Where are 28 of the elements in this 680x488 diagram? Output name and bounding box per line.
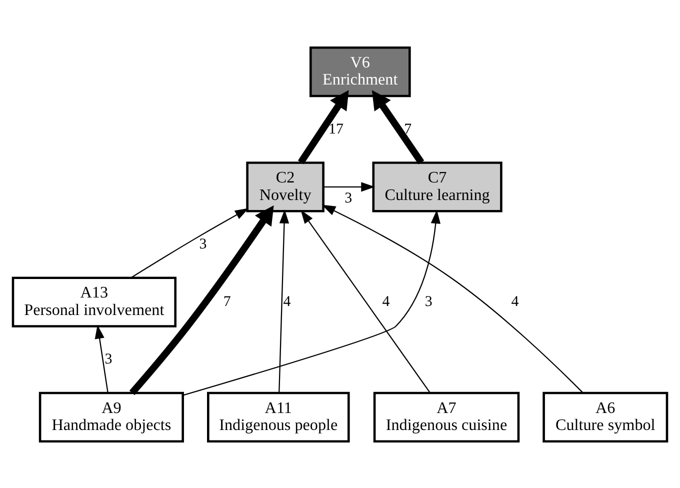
arrow: [372, 90, 424, 164]
edge-label: 3: [424, 293, 432, 310]
node-box: A7 Indigenous cuisine: [373, 391, 520, 442]
arrow: [129, 204, 274, 395]
edge-label: 4: [511, 293, 519, 310]
edge-label: 7: [404, 120, 412, 137]
node-box: V6 Enrichment: [309, 46, 411, 97]
arrow: [278, 209, 290, 392]
arrow: [182, 209, 440, 396]
arrow: [298, 90, 349, 164]
arrow: [130, 208, 249, 278]
edge-label: 7: [223, 293, 231, 310]
node-box: A9 Handmade objects: [38, 391, 184, 442]
edge-label: 17: [328, 120, 344, 137]
node-box: C2 Novelty: [246, 161, 324, 212]
edge-label: 3: [344, 190, 352, 206]
node-box: C7 Culture learning: [372, 161, 502, 212]
node-box: A11 Indigenous people: [207, 391, 350, 442]
arrow: [324, 182, 375, 192]
arrow: [322, 204, 584, 393]
edge-label: 4: [382, 293, 390, 310]
edge-label: 3: [199, 236, 207, 252]
edge-label: 4: [283, 293, 291, 310]
arrow: [300, 209, 431, 393]
node-box: A13 Personal involvement: [12, 276, 176, 327]
edge-label: 3: [104, 351, 112, 368]
arrow: [94, 324, 108, 392]
node-box: A6 Culture symbol: [542, 391, 668, 442]
